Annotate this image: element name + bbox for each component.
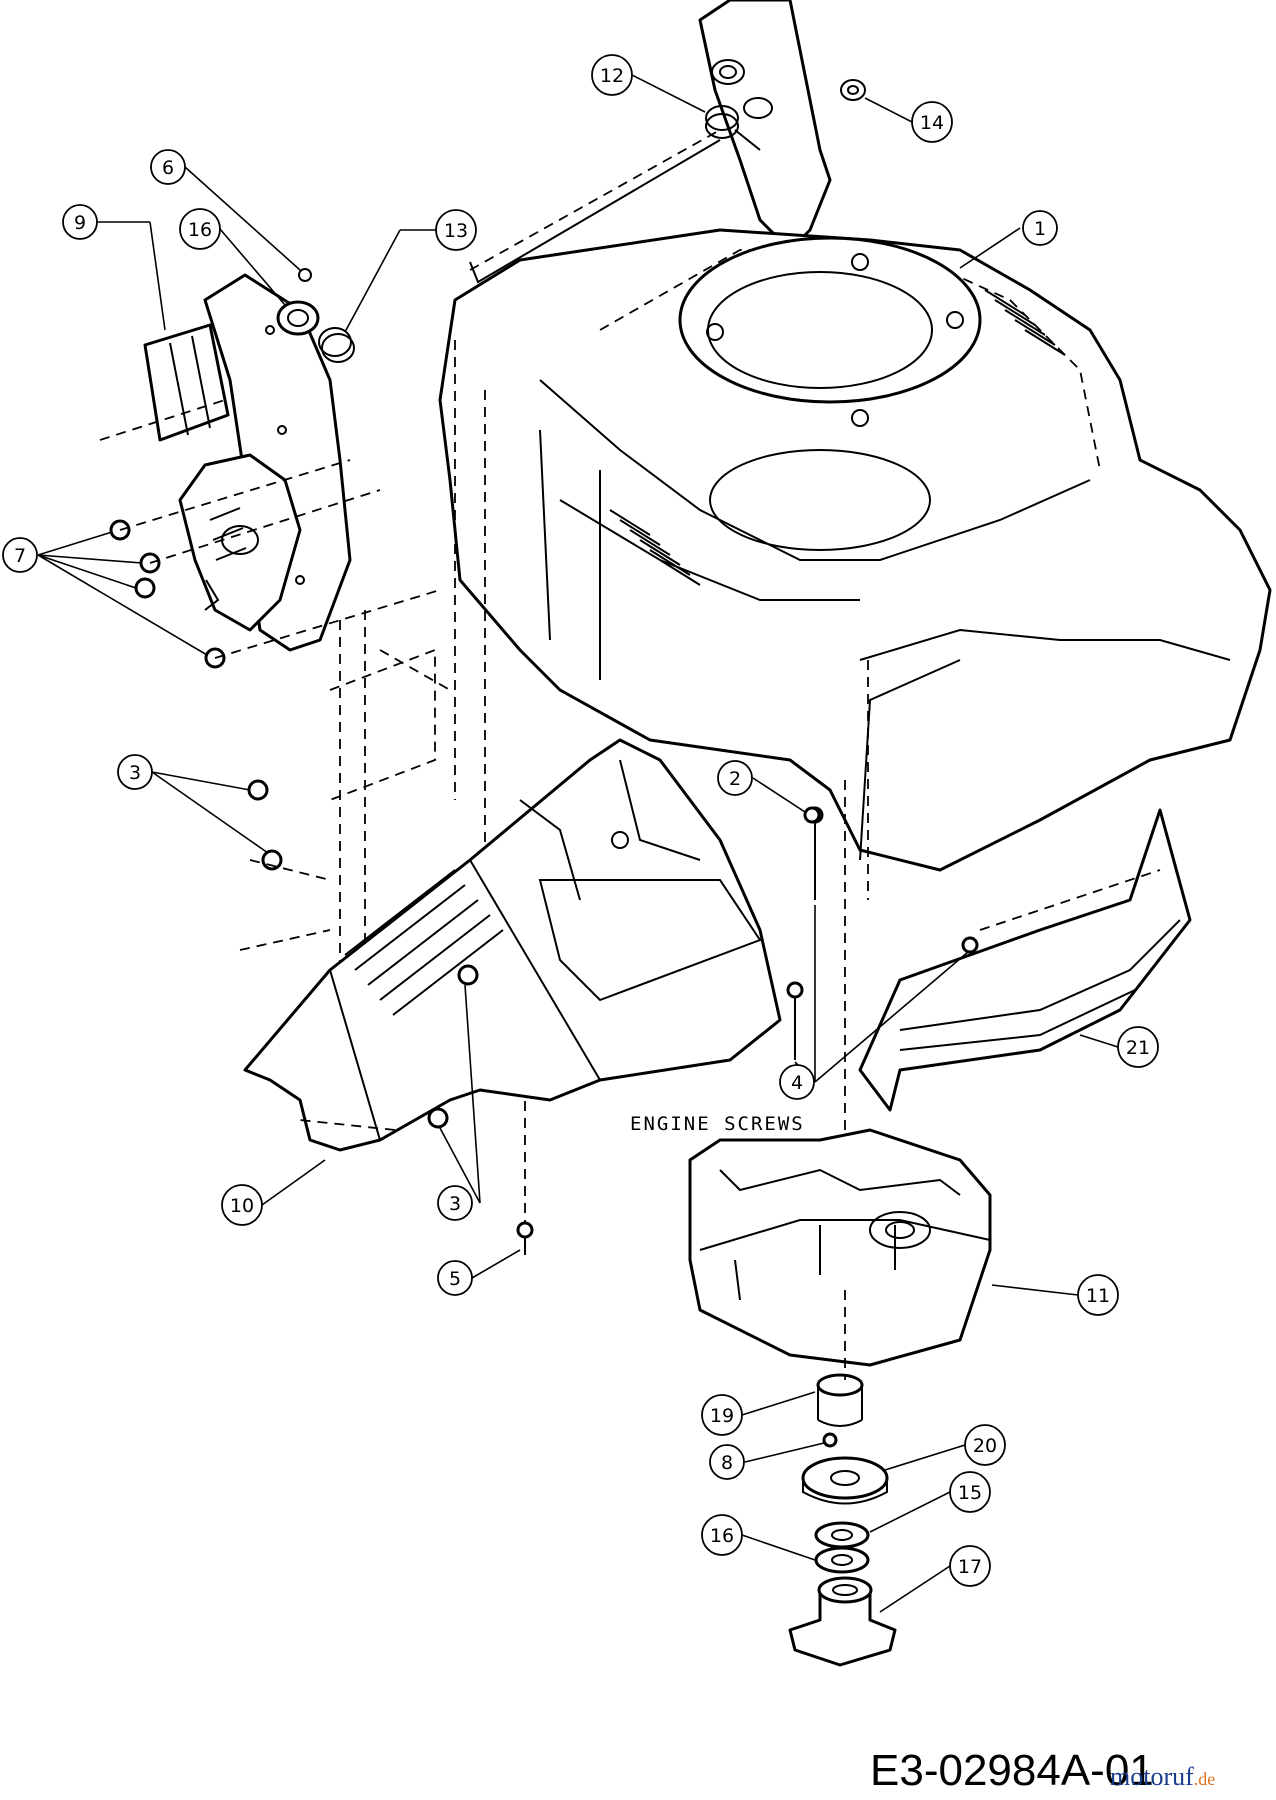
screw-part-6 bbox=[298, 268, 312, 282]
deck-housing-part-1 bbox=[438, 228, 1272, 872]
pivot-part-18 bbox=[276, 300, 320, 336]
svg-text:16: 16 bbox=[188, 219, 212, 241]
watermark-logo: motoruf.de bbox=[1110, 1762, 1215, 1791]
svg-text:11: 11 bbox=[1086, 1285, 1110, 1307]
svg-text:14: 14 bbox=[920, 112, 944, 134]
baffle-part-21 bbox=[858, 808, 1192, 1112]
svg-text:21: 21 bbox=[1126, 1037, 1150, 1059]
blade-holder-part-17 bbox=[788, 1576, 897, 1667]
svg-text:17: 17 bbox=[958, 1556, 982, 1578]
svg-text:3: 3 bbox=[129, 762, 141, 784]
svg-text:13: 13 bbox=[444, 220, 468, 242]
spring-part-12 bbox=[705, 105, 761, 151]
svg-text:20: 20 bbox=[973, 1435, 997, 1457]
nut-part-2 bbox=[803, 806, 821, 824]
svg-text:16: 16 bbox=[710, 1525, 734, 1547]
svg-text:3: 3 bbox=[449, 1193, 461, 1215]
drawing-number: E3-02984A-01 bbox=[870, 1746, 1154, 1795]
callouts: 1 2 3 3 4 5 6 7 bbox=[2, 54, 1159, 1613]
washer-part-14 bbox=[840, 79, 866, 101]
callout-bubble bbox=[1022, 210, 1058, 246]
svg-text:5: 5 bbox=[449, 1268, 461, 1290]
washer-part-15 bbox=[814, 1521, 870, 1549]
svg-text:6: 6 bbox=[162, 157, 174, 179]
svg-text:15: 15 bbox=[958, 1482, 982, 1504]
watermark-part2: .de bbox=[1194, 1769, 1216, 1789]
discharge-chute-part-10 bbox=[243, 738, 782, 1152]
svg-text:4: 4 bbox=[791, 1072, 803, 1094]
screw-part-5 bbox=[516, 1221, 534, 1255]
svg-text:19: 19 bbox=[710, 1405, 734, 1427]
bolts-part-3 bbox=[247, 779, 479, 1129]
svg-text:9: 9 bbox=[74, 212, 86, 234]
pulley-part-20 bbox=[801, 1456, 889, 1505]
spring-part-13 bbox=[318, 327, 355, 363]
watermark-part1: motoruf bbox=[1110, 1762, 1194, 1791]
svg-text:2: 2 bbox=[729, 768, 741, 790]
engine-screws-note: ENGINE SCREWS bbox=[630, 1113, 805, 1135]
svg-text:8: 8 bbox=[721, 1452, 733, 1474]
bushing-part-19 bbox=[816, 1373, 864, 1427]
blade-adapter-part-11 bbox=[688, 1128, 992, 1367]
height-adjuster-bracket bbox=[178, 273, 352, 652]
callout-label: 1 bbox=[1034, 218, 1046, 240]
key-part-8 bbox=[822, 1432, 838, 1448]
washer-part-16 bbox=[814, 1546, 870, 1574]
svg-text:10: 10 bbox=[230, 1195, 254, 1217]
handle-bracket bbox=[698, 0, 832, 252]
svg-text:7: 7 bbox=[14, 545, 26, 567]
grip-part-9 bbox=[99, 323, 230, 442]
svg-text:12: 12 bbox=[600, 65, 624, 87]
